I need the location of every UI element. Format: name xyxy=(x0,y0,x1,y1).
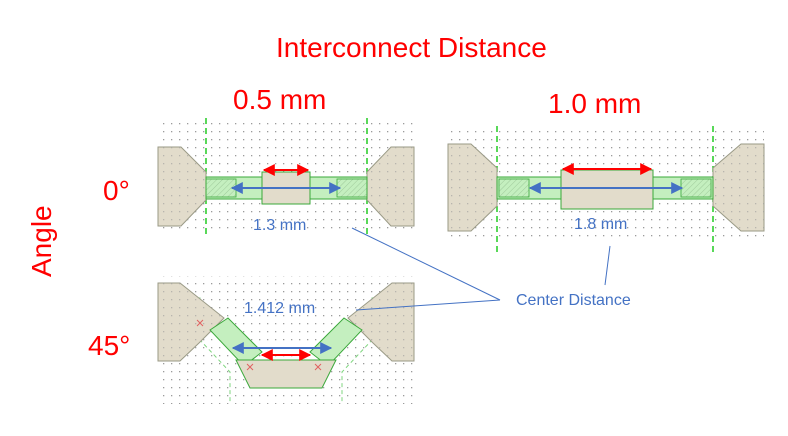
distance-label-1p3mm: 1.3 mm xyxy=(253,217,307,234)
panel-45deg-0p5mm xyxy=(157,276,415,404)
row-label-45deg: 45° xyxy=(88,330,131,361)
center-distance-callout-lines xyxy=(351,227,611,311)
panel-0deg-1p0mm xyxy=(447,126,765,254)
row-axis-label: Angle xyxy=(26,205,57,277)
column-label-1p0mm: 1.0 mm xyxy=(548,88,642,119)
center-distance-label: Center Distance xyxy=(516,292,631,309)
panel-0deg-0p5mm xyxy=(157,118,415,238)
diagram-title: Interconnect Distance xyxy=(276,32,547,63)
column-label-0p5mm: 0.5 mm xyxy=(233,84,327,115)
distance-label-1p8mm: 1.8 mm xyxy=(574,216,628,233)
distance-label-1p412mm: 1.412 mm xyxy=(244,300,316,317)
row-label-0deg: 0° xyxy=(103,175,130,206)
